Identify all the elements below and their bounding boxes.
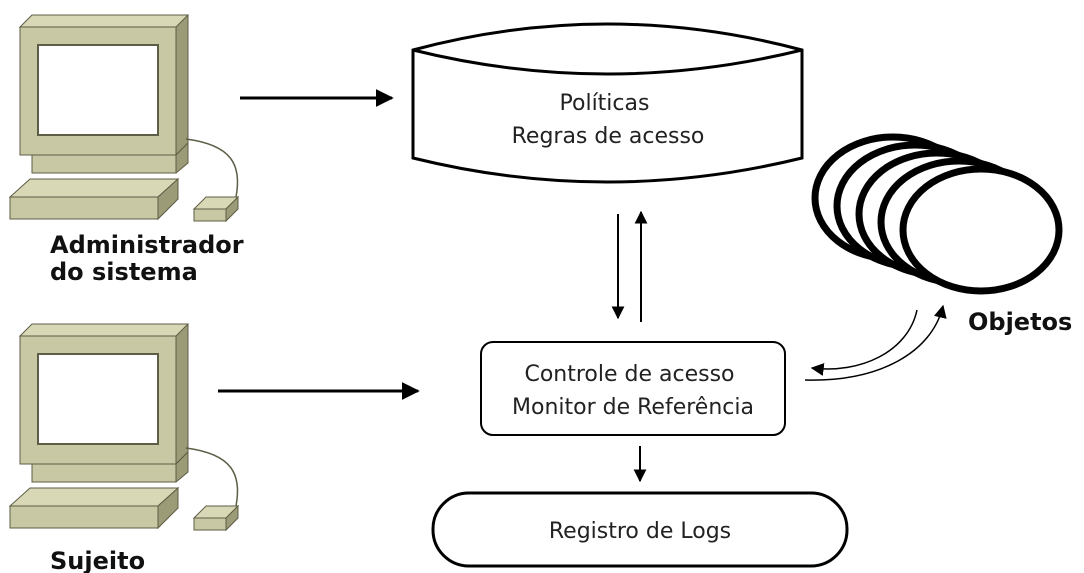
database-icon	[411, 22, 804, 184]
objects-to-monitor-arrow	[810, 309, 918, 376]
computer-icon	[9, 14, 239, 222]
monitor-to-objects-arrow	[804, 304, 947, 381]
admin-label: Administrador do sistema	[50, 231, 252, 286]
subject-label: Sujeito	[50, 547, 145, 573]
monitor-box	[480, 341, 786, 436]
monitor-label: Controle de acesso Monitor de Referência	[512, 362, 754, 420]
logs-pill	[431, 491, 849, 568]
logs-label: Registro de Logs	[549, 519, 731, 544]
disks-icon	[811, 133, 1063, 295]
objects-label: Objetos	[968, 308, 1072, 336]
policies-label: Políticas Regras de acesso	[512, 91, 705, 149]
computer-icon	[9, 323, 239, 531]
